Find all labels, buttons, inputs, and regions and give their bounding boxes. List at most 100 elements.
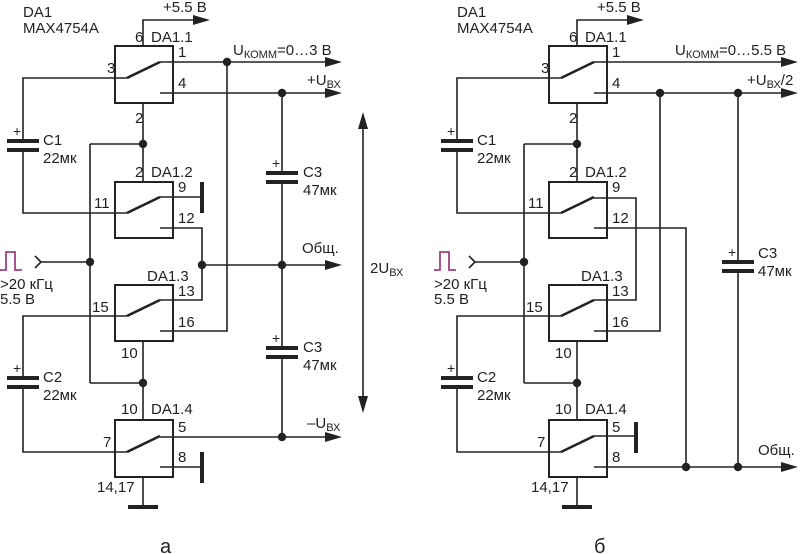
c2-value: 22мк <box>43 387 77 404</box>
input-amplitude-label: 5.5 В <box>0 291 35 308</box>
label-main: +U <box>307 72 327 89</box>
pin-number-p4: 4 <box>612 75 620 92</box>
chip-part-number: MAX4754A <box>23 20 99 37</box>
pin-number-p9: 9 <box>612 179 620 196</box>
unit-label-da1-2: DA1.2 <box>151 164 193 181</box>
c1-wire <box>456 77 561 141</box>
c2-wire <box>22 315 127 378</box>
pin-number-p15: 15 <box>92 299 109 316</box>
label-main: +U <box>747 72 767 89</box>
arrow-head-icon <box>627 15 644 25</box>
pin-number-p10b: 10 <box>121 401 138 418</box>
pin-number-p2a: 2 <box>569 110 577 127</box>
unit-label-da1-1: DA1.1 <box>151 29 193 46</box>
c1-value: 22мк <box>43 150 77 167</box>
pin16-wire <box>594 93 661 332</box>
pin-number-p11: 11 <box>528 195 544 212</box>
switch-unit-4 <box>548 419 608 478</box>
switch-blade <box>126 195 161 215</box>
switched-output-label: UКОММ=0…3 В <box>233 42 332 61</box>
pulse-signal-icon <box>0 251 22 271</box>
c1-label: C1 <box>43 132 62 149</box>
unit-label-da1-3: DA1.3 <box>147 268 189 285</box>
c3-upper-value: 47мк <box>303 182 337 199</box>
unit-label-da1-2: DA1.2 <box>585 164 627 181</box>
arrow-head-icon <box>193 15 210 25</box>
label-subscript: ВХ <box>767 79 782 91</box>
junction-dot <box>572 378 582 388</box>
chip-part-number: MAX4754A <box>457 20 533 37</box>
arrow-head-icon <box>781 57 798 67</box>
c2-wire <box>456 315 561 378</box>
switch-unit-2 <box>548 181 608 239</box>
plus-output-label: +UВХ <box>307 72 341 91</box>
c2-value: 22мк <box>477 387 511 404</box>
input-frequency-label: >20 кГц <box>434 276 487 293</box>
pin-number-p9: 9 <box>178 179 186 196</box>
arrow-head-icon <box>325 88 342 98</box>
c1-value: 22мк <box>477 150 511 167</box>
input-frequency-label: >20 кГц <box>0 276 53 293</box>
c3-plus-sign: + <box>728 244 736 260</box>
switch-blade <box>560 60 595 80</box>
pin9-13-wire <box>594 197 637 301</box>
pin-number-p5: 5 <box>612 419 620 436</box>
junction-dot <box>681 462 691 472</box>
unit-label-da1-4: DA1.4 <box>151 401 193 418</box>
c2-wire <box>22 387 127 453</box>
switch-unit-1 <box>548 45 608 104</box>
voltage-span-label: 2UВХ <box>370 260 404 279</box>
c2-plus-sign: + <box>13 360 21 376</box>
c2-label: C2 <box>43 369 62 386</box>
c3-lower-label: C3 <box>303 339 322 356</box>
arrow-head-icon <box>358 396 368 413</box>
label-tail: =0…3 В <box>277 42 332 59</box>
arrow-head-icon <box>325 57 342 67</box>
label-tail: /2 <box>781 72 794 89</box>
c1-wire <box>22 150 127 214</box>
switch-blade <box>126 434 161 454</box>
minus-output-label: –UВХ <box>307 415 341 434</box>
c1-plus-sign: + <box>447 123 455 139</box>
pin-number-p7: 7 <box>103 434 111 451</box>
pin-number-p10a: 10 <box>121 345 138 362</box>
unit-label-da1-4: DA1.4 <box>585 401 627 418</box>
junction-dot <box>277 432 287 442</box>
label-main: U <box>233 42 244 59</box>
pin-number-p3: 3 <box>541 60 549 77</box>
switch-blade <box>560 195 595 215</box>
arrow-head-icon <box>781 88 798 98</box>
pin-number-p1417: 14,17 <box>531 479 569 496</box>
input-connector-icon <box>468 255 477 269</box>
switch-unit-3 <box>114 284 174 342</box>
c1-wire <box>456 150 561 214</box>
supply-wire <box>576 19 627 46</box>
pin-number-p1417: 14,17 <box>97 479 135 496</box>
arrow-head-icon <box>781 462 798 472</box>
label-main: U <box>675 42 686 59</box>
chip-designator: DA1 <box>23 4 52 21</box>
c2-plus-sign: + <box>447 360 455 376</box>
pin-number-p6: 6 <box>569 29 577 46</box>
pin-number-p7: 7 <box>537 434 545 451</box>
supply-voltage-label: +5.5 В <box>163 0 207 16</box>
arrow-head-icon <box>325 432 342 442</box>
pin-number-p4: 4 <box>178 75 186 92</box>
chip-designator: DA1 <box>457 4 486 21</box>
pin-number-p5: 5 <box>178 419 186 436</box>
junction-dot <box>138 139 148 149</box>
c3-label: C3 <box>758 245 777 262</box>
junction-dot <box>572 139 582 149</box>
switched-output-label: UКОММ=0…5.5 В <box>675 42 786 61</box>
label-tail: =0…5.5 В <box>719 42 786 59</box>
pin-number-p16: 16 <box>178 314 195 331</box>
pin-number-p6: 6 <box>135 29 143 46</box>
label-subscript: КОММ <box>244 49 277 61</box>
input-amplitude-label: 5.5 В <box>434 291 469 308</box>
pin-number-p12: 12 <box>612 210 629 227</box>
supply-wire <box>142 19 193 46</box>
junction-dot <box>138 378 148 388</box>
c1-plus-sign: + <box>13 123 21 139</box>
label-subscript: ВХ <box>389 267 404 279</box>
